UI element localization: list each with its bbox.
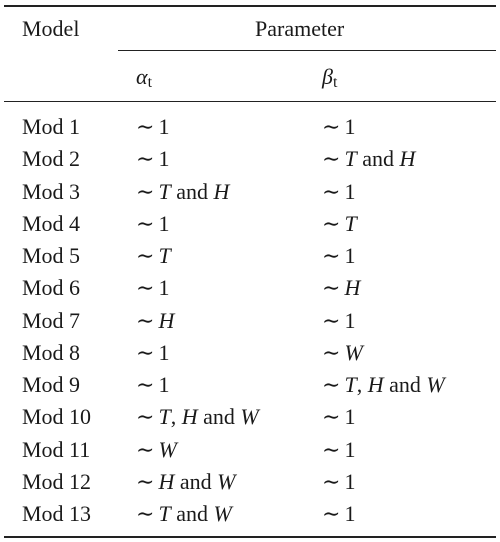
column-header-alpha: αt xyxy=(136,64,153,91)
row-beta-value: ∼T xyxy=(322,211,357,236)
row-model-label: Mod 7 xyxy=(22,308,81,333)
row-alpha-value: ∼T and H xyxy=(136,179,230,204)
row-beta-value: ∼H xyxy=(322,275,361,300)
row-beta-value: ∼T and H xyxy=(322,146,416,171)
column-header-beta: βt xyxy=(322,64,338,91)
row-beta-value: ∼1 xyxy=(322,469,356,494)
row-model-label: Mod 5 xyxy=(22,243,81,268)
row-model-label: Mod 10 xyxy=(22,404,92,429)
table-top-rule xyxy=(4,5,496,7)
row-alpha-value: ∼1 xyxy=(136,211,170,236)
table-header-rule xyxy=(4,101,496,103)
row-alpha-value: ∼1 xyxy=(136,146,170,171)
row-model-label: Mod 13 xyxy=(22,501,92,526)
row-beta-value: ∼1 xyxy=(322,243,356,268)
column-header-model: Model xyxy=(22,16,80,41)
row-beta-value: ∼1 xyxy=(322,404,356,429)
row-alpha-value: ∼T xyxy=(136,243,171,268)
row-model-label: Mod 4 xyxy=(22,211,81,236)
beta-subscript: t xyxy=(332,74,338,91)
row-alpha-value: ∼T and W xyxy=(136,501,232,526)
beta-symbol: β xyxy=(322,64,333,89)
row-model-label: Mod 12 xyxy=(22,469,92,494)
row-beta-value: ∼W xyxy=(322,340,363,365)
row-model-label: Mod 1 xyxy=(22,114,81,139)
row-alpha-value: ∼1 xyxy=(136,114,170,139)
parameter-header-rule xyxy=(118,50,496,52)
row-beta-value: ∼1 xyxy=(322,308,356,333)
row-alpha-value: ∼W xyxy=(136,437,177,462)
row-beta-value: ∼1 xyxy=(322,501,356,526)
row-alpha-value: ∼H xyxy=(136,308,175,333)
row-alpha-value: ∼1 xyxy=(136,275,170,300)
row-model-label: Mod 9 xyxy=(22,372,81,397)
column-header-parameter: Parameter xyxy=(255,16,345,41)
alpha-symbol: α xyxy=(136,64,148,89)
row-alpha-value: ∼H and W xyxy=(136,469,236,494)
row-beta-value: ∼1 xyxy=(322,114,356,139)
row-alpha-value: ∼1 xyxy=(136,340,170,365)
row-alpha-value: ∼T, H and W xyxy=(136,404,259,429)
row-beta-value: ∼1 xyxy=(322,179,356,204)
alpha-subscript: t xyxy=(147,74,153,91)
row-beta-value: ∼1 xyxy=(322,437,356,462)
row-model-label: Mod 8 xyxy=(22,340,81,365)
row-beta-value: ∼T, H and W xyxy=(322,372,445,397)
table-bottom-rule xyxy=(4,536,496,538)
row-alpha-value: ∼1 xyxy=(136,372,170,397)
row-model-label: Mod 3 xyxy=(22,179,81,204)
row-model-label: Mod 2 xyxy=(22,146,81,171)
row-model-label: Mod 6 xyxy=(22,275,81,300)
row-model-label: Mod 11 xyxy=(22,437,91,462)
